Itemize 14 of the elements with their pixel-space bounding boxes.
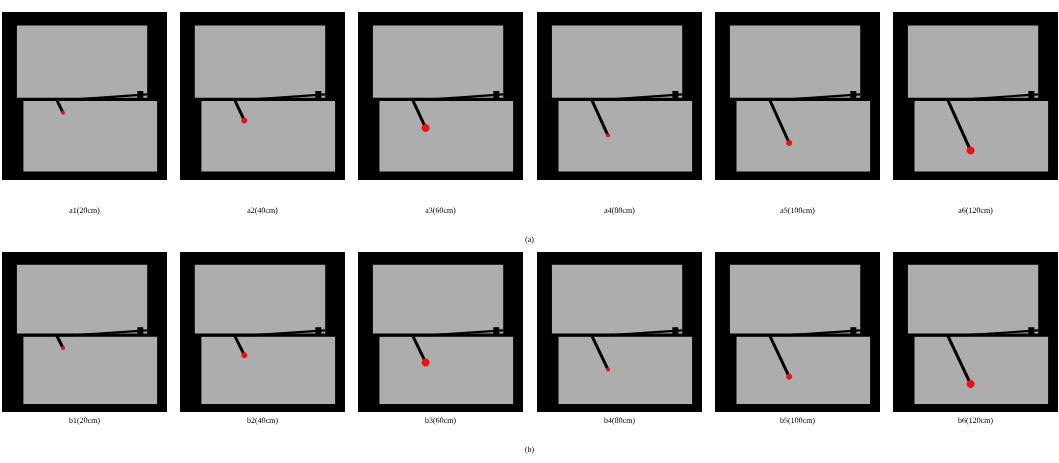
subfigure-label: (b) xyxy=(525,446,534,454)
panel-caption: b5(100cm) xyxy=(779,417,815,425)
panel-caption: b6(120cm) xyxy=(957,417,993,425)
panel-caption: b1(20cm) xyxy=(68,417,100,425)
panel-caption: a2(40cm) xyxy=(247,207,278,215)
panel-caption: a4(80cm) xyxy=(604,207,635,215)
panel-caption: b4(80cm) xyxy=(603,417,635,425)
panel-caption: a5(100cm) xyxy=(780,207,815,215)
panel-caption: a3(60cm) xyxy=(425,207,456,215)
panel-caption: b2(40cm) xyxy=(246,417,278,425)
panel-caption: a1(20cm) xyxy=(69,207,100,215)
panel-caption: a6(120cm) xyxy=(958,207,993,215)
panel-caption: b3(60cm) xyxy=(424,417,456,425)
subfigure-label: (a) xyxy=(525,236,534,244)
